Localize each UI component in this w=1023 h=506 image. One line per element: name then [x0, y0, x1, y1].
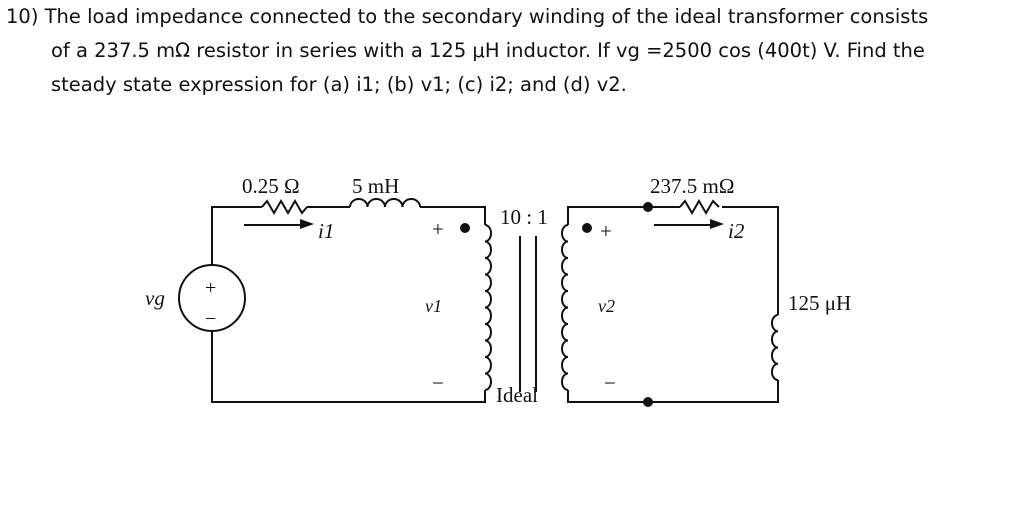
question-line-3: steady state expression for (a) i1; (b) … [51, 73, 627, 96]
v1-plus: + [432, 217, 444, 241]
label-vg: vg [145, 286, 165, 310]
source-plus: + [205, 277, 216, 299]
v1-minus: − [432, 371, 444, 395]
v2-plus: + [600, 219, 612, 243]
wire-secondary [567, 206, 779, 403]
voltage-source [178, 264, 246, 332]
primary-coil [484, 224, 492, 391]
label-r1: 0.25 Ω [242, 174, 300, 198]
dot-primary [460, 223, 470, 233]
node-top [643, 202, 653, 212]
label-l2: 125 μH [788, 291, 851, 315]
secondary-coil [561, 224, 569, 391]
label-i1: i1 [318, 219, 334, 243]
resistor-r1 [261, 199, 308, 215]
question-line-2: of a 237.5 mΩ resistor in series with a … [51, 39, 925, 62]
label-v2: v2 [598, 296, 615, 316]
label-i2: i2 [728, 219, 745, 243]
inductor-l2 [771, 314, 779, 381]
resistor-r2 [679, 199, 720, 215]
arrow-i2 [654, 219, 724, 229]
source-minus: − [205, 308, 216, 330]
arrow-i1 [244, 219, 314, 229]
inductor-l1 [349, 198, 421, 208]
wire-primary [211, 206, 486, 403]
label-v1: v1 [425, 296, 442, 316]
label-r2: 237.5 mΩ [650, 174, 734, 198]
question-line-1: 10) The load impedance connected to the … [6, 5, 929, 28]
node-bottom [643, 397, 653, 407]
v2-minus: − [604, 371, 616, 395]
transformer-core [519, 236, 537, 392]
question-text: 10) The load impedance connected to the … [6, 0, 1016, 102]
label-ratio: 10 : 1 [500, 205, 548, 229]
label-l1: 5 mH [352, 174, 399, 198]
label-ideal: Ideal [496, 383, 538, 407]
dot-secondary [582, 223, 592, 233]
